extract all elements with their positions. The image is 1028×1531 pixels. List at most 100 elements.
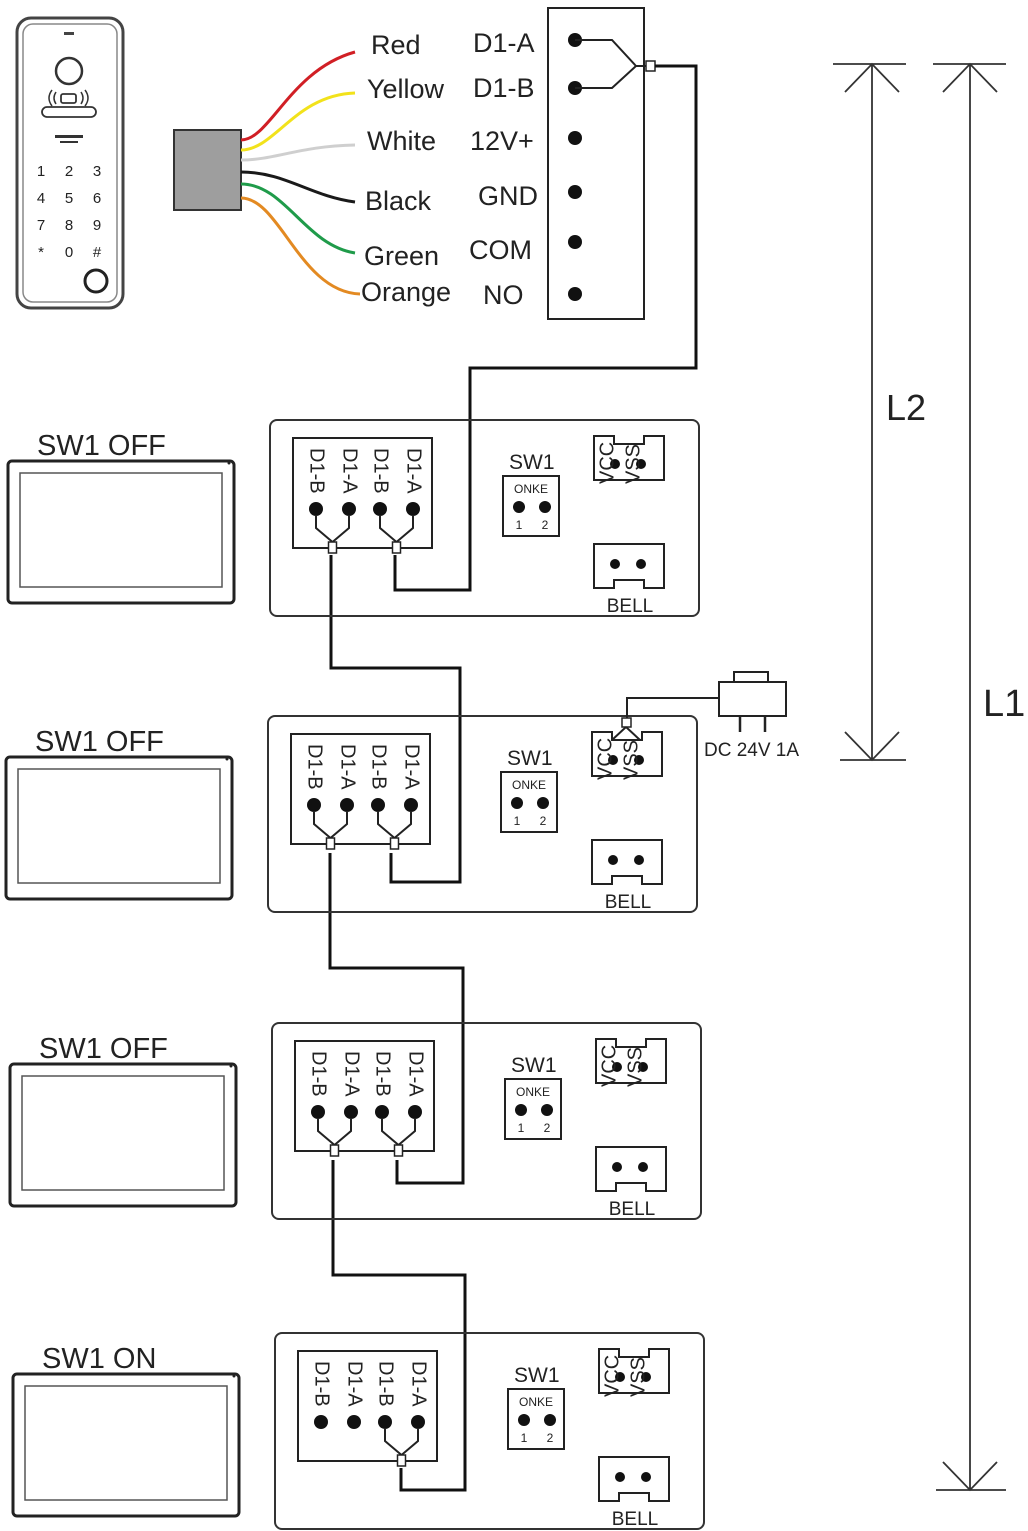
switch-brand: ONKE	[514, 482, 548, 496]
bus-terminal-label: D1-A	[337, 744, 359, 790]
switch-pin-number: 2	[547, 1431, 554, 1445]
keypad-key: 7	[37, 217, 45, 234]
bus-terminal-dot	[309, 502, 323, 516]
switch-pin	[511, 797, 523, 809]
bus-terminal-label: D1-A	[344, 1361, 366, 1407]
keypad-key: 0	[65, 244, 73, 261]
wire-label-black: Black	[365, 186, 432, 216]
keypad-key: 5	[65, 190, 73, 207]
keypad-key: #	[93, 244, 102, 261]
bell-label: BELL	[609, 1199, 655, 1220]
power-connector	[595, 1038, 667, 1084]
call-button-icon	[83, 268, 109, 294]
bus-terminal-block	[292, 437, 433, 549]
monitor-screen	[19, 472, 223, 588]
bus-terminal-dot	[340, 798, 354, 812]
wire-yellow	[240, 91, 356, 152]
power-pin-label: VCC	[596, 442, 618, 484]
power-connector	[591, 731, 663, 777]
wire-green	[240, 182, 356, 255]
switch-brand: ONKE	[519, 1395, 553, 1409]
switch-pin	[539, 501, 551, 513]
bus-terminal-dot	[311, 1105, 325, 1119]
switch-brand: ONKE	[512, 778, 546, 792]
power-supply	[611, 671, 787, 741]
wire-label-yellow: Yellow	[367, 74, 445, 104]
bus-terminal-dot	[373, 502, 387, 516]
bus-terminal-dot	[411, 1415, 425, 1429]
terminal-label-gnd: GND	[478, 181, 538, 211]
outdoor-terminal-strip	[547, 7, 645, 320]
terminal-label-12v: 12V+	[470, 126, 534, 156]
power-pin-label: VCC	[594, 738, 616, 780]
switch-pin-number: 2	[540, 814, 547, 828]
switch-pin-number: 1	[516, 518, 523, 532]
switch-title: SW1	[511, 1054, 557, 1077]
bus-terminal-label: D1-B	[368, 744, 390, 790]
bus-terminal-label: D1-B	[370, 448, 392, 494]
bus-terminal-label: D1-A	[401, 744, 423, 790]
switch-title: SW1	[514, 1364, 560, 1387]
keypad-key: 2	[65, 163, 73, 180]
terminal-label-com: COM	[469, 235, 532, 265]
wire-label-orange: Orange	[361, 277, 451, 307]
wire-red	[240, 50, 356, 142]
monitor-mode-label: SW1 OFF	[37, 430, 166, 462]
bus-terminal-label: D1-B	[375, 1361, 397, 1407]
dimension-label-l2: L2	[886, 387, 926, 428]
bus-terminal-label: D1-A	[341, 1051, 363, 1097]
bus-terminal-block	[297, 1350, 438, 1462]
switch-pin-number: 1	[518, 1121, 525, 1135]
wire-orange	[240, 196, 361, 296]
bus-cables	[328, 64, 698, 1492]
bus-terminal-dot	[344, 1105, 358, 1119]
switch-pin	[518, 1414, 530, 1426]
indoor-board	[269, 419, 700, 617]
power-pin-label: VSS	[627, 1357, 649, 1397]
bell-connector	[598, 1456, 670, 1502]
sw1-dip-switch	[502, 475, 560, 537]
bus-terminal-label: D1-B	[372, 1051, 394, 1097]
monitor-screen	[21, 1075, 225, 1191]
dimension-l1	[933, 62, 1006, 1492]
dimension-l2	[833, 62, 906, 762]
rfid-icon	[48, 89, 89, 107]
bus-terminal-label: D1-A	[408, 1361, 430, 1407]
bell-connector	[595, 1146, 667, 1192]
wire-label-white: White	[367, 126, 436, 156]
monitor-screen	[17, 768, 221, 884]
bus-terminal-label: D1-A	[339, 448, 361, 494]
camera-icon	[54, 56, 84, 86]
keypad-key: 9	[93, 217, 101, 234]
keypad-key: 8	[65, 217, 73, 234]
keypad-key: 1	[37, 163, 45, 180]
switch-pin	[513, 501, 525, 513]
bus-terminal-dot	[314, 1415, 328, 1429]
terminal-label-d1b: D1-B	[473, 73, 535, 103]
keypad-key: *	[38, 244, 44, 261]
monitor-mode-label: SW1 ON	[42, 1343, 156, 1375]
switch-pin	[544, 1414, 556, 1426]
bus-terminal-dot	[406, 502, 420, 516]
switch-pin	[541, 1104, 553, 1116]
power-pin-label: VCC	[601, 1355, 623, 1397]
bus-terminal-dot	[307, 798, 321, 812]
power-pin-label: VCC	[598, 1045, 620, 1087]
switch-brand: ONKE	[516, 1085, 550, 1099]
bus-terminal-dot	[378, 1415, 392, 1429]
switch-pin-number: 2	[542, 518, 549, 532]
bus-terminal-dot	[347, 1415, 361, 1429]
cable-junction-box	[173, 129, 242, 211]
bell-label: BELL	[605, 892, 651, 913]
terminal-label-d1a: D1-A	[473, 28, 535, 58]
indoor-board	[271, 1022, 702, 1220]
monitor-mode-label: SW1 OFF	[35, 726, 164, 758]
dimension-label-l1: L1	[983, 683, 1025, 725]
wire-black	[240, 170, 356, 204]
